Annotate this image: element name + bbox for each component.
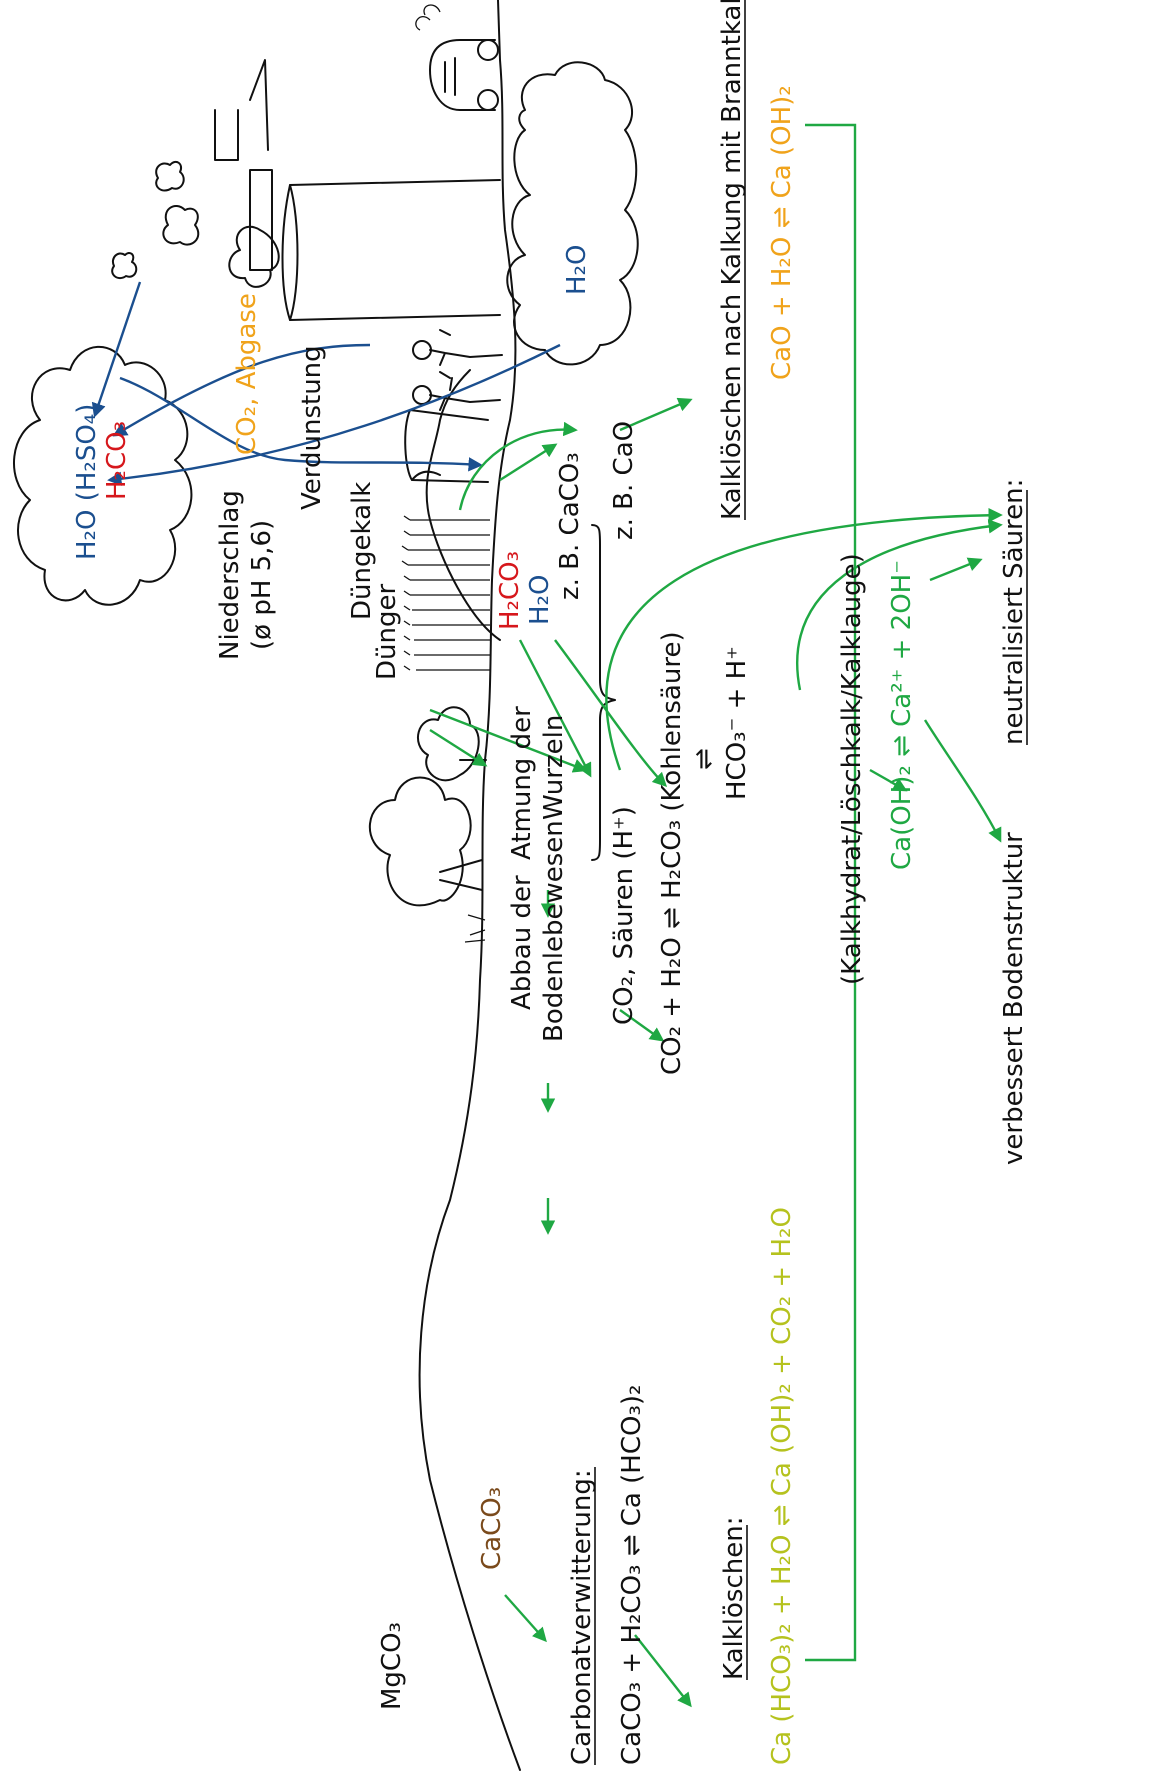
slaked-lime-names: (Kalkhydrat/Löschkalk/Kalklauge) — [837, 553, 867, 985]
arrow-h-to-neutralize — [605, 507, 1003, 771]
decomposition-label-1: Abbau der — [507, 875, 537, 1010]
arrow-lime-cao — [458, 421, 578, 511]
eg-caco3-label: z. B. CaCO₃ — [555, 452, 585, 600]
arrow-slaked-to-dissociation — [869, 768, 908, 792]
caco3-label: CaCO₃ — [477, 1487, 507, 1570]
smoke-icon — [111, 161, 280, 288]
fertilizer-bag-icon — [404, 409, 489, 483]
water-cloud — [506, 61, 639, 366]
lime-slaking-eq: Ca (HCO₃)₂ + H₂O ⇌ Ca (OH)₂ + CO₂ + H₂O — [767, 1207, 797, 1765]
arrow-weathering-to-slaking — [634, 1634, 692, 1708]
fertilizer-label: Dünger — [372, 584, 402, 680]
arrow-exhaust-to-cloud — [112, 343, 371, 437]
eg-cao-label: z. B. CaO — [609, 421, 639, 540]
neutralizes-label: neutralisiert Säuren: — [999, 479, 1029, 745]
soil-acid-label: H₂CO₃ — [495, 551, 525, 630]
arrow-h2o-down — [554, 639, 668, 788]
exhaust-label: CO₂, Abgase — [232, 293, 262, 455]
arrows — [91, 123, 1003, 1708]
carbonate-weathering-eq: CaCO₃ + H₂CO₃ ⇌ Ca (HCO₃)₂ — [617, 1385, 647, 1765]
arrow-caco3-to-weathering — [504, 1594, 547, 1643]
tree-icon — [368, 776, 483, 907]
hill — [425, 369, 501, 641]
precipitation-label-1: Niederschlag — [215, 490, 245, 660]
acids-line: CO₂, Säuren (H⁺) — [609, 806, 639, 1025]
cloud2-water-label: H₂O — [562, 245, 592, 295]
power-plant-icon — [214, 59, 501, 321]
arrow-precipitation — [119, 376, 483, 472]
people-icon — [412, 329, 503, 411]
arrow-co2-down — [619, 1009, 665, 1042]
precipitation-label-2: (ø pH 5,6) — [247, 520, 277, 650]
dissociation-eq: Ca(OH)₂ ⇌ Ca²⁺ + 2OH⁻ — [887, 560, 917, 870]
arrow-evaporation-to-cloud — [107, 343, 561, 486]
bracket — [591, 524, 616, 861]
cloud-water-label: H₂O (H₂SO₄) — [72, 404, 102, 560]
improves-soil-label: verbessert Bodenstruktur — [999, 832, 1029, 1165]
arrow-oh-to-neutralize — [929, 557, 983, 582]
quicklime-eq: CaO + H₂O ⇌ Ca (OH)₂ — [767, 85, 797, 380]
car-icon — [415, 4, 499, 111]
arrow-smoke-to-cloud — [91, 281, 142, 418]
arrow-fertilizer-1 — [429, 728, 488, 767]
quicklime-heading: Kalklöschen nach Kalkung mit Branntkalk: — [717, 0, 747, 520]
arrow-cao-to-quicklime — [619, 397, 693, 432]
root-breathing-label-2: Wurzeln — [539, 715, 569, 820]
fertilizer-lime-label: Düngekalk — [347, 482, 377, 620]
mgco3-label: MgCO₃ — [377, 1622, 407, 1710]
crop-field-icon — [401, 515, 490, 671]
arrow-lime-caco3 — [499, 443, 558, 482]
cloud-acid-label: H₂CO₃ — [102, 421, 132, 500]
soil-water-label: H₂O — [525, 575, 555, 625]
root-breathing-label-1: Atmung der — [507, 706, 537, 860]
bicarbonate-ion-label: HCO₃⁻ + H⁺ — [722, 646, 752, 800]
labels: MgCO₃ CaCO₃ Carbonatverwitterung: CaCO₃ … — [72, 0, 1029, 1765]
arrow-dissociation-to-structure — [923, 719, 1002, 843]
grass-icon — [464, 914, 486, 943]
lime-slaking-heading: Kalklöschen: — [719, 1517, 749, 1681]
arrow-h2co3-down — [518, 639, 592, 778]
arrow-fertilizer-2 — [429, 708, 588, 773]
connector-quicklime — [805, 123, 857, 1662]
evaporation-label: Verdunstung — [297, 345, 327, 510]
carbonate-weathering-heading: Carbonatverwitterung: — [567, 1469, 597, 1765]
arrow-hco3-to-neutralize — [796, 519, 1003, 691]
equilibrium-arrow: ⇌ — [689, 748, 719, 770]
co2-water-eq: CO₂ + H₂O ⇌ H₂CO₃ (Kohlensäure) — [657, 631, 687, 1075]
decomposition-label-2: Bodenlebewesen — [539, 820, 569, 1042]
